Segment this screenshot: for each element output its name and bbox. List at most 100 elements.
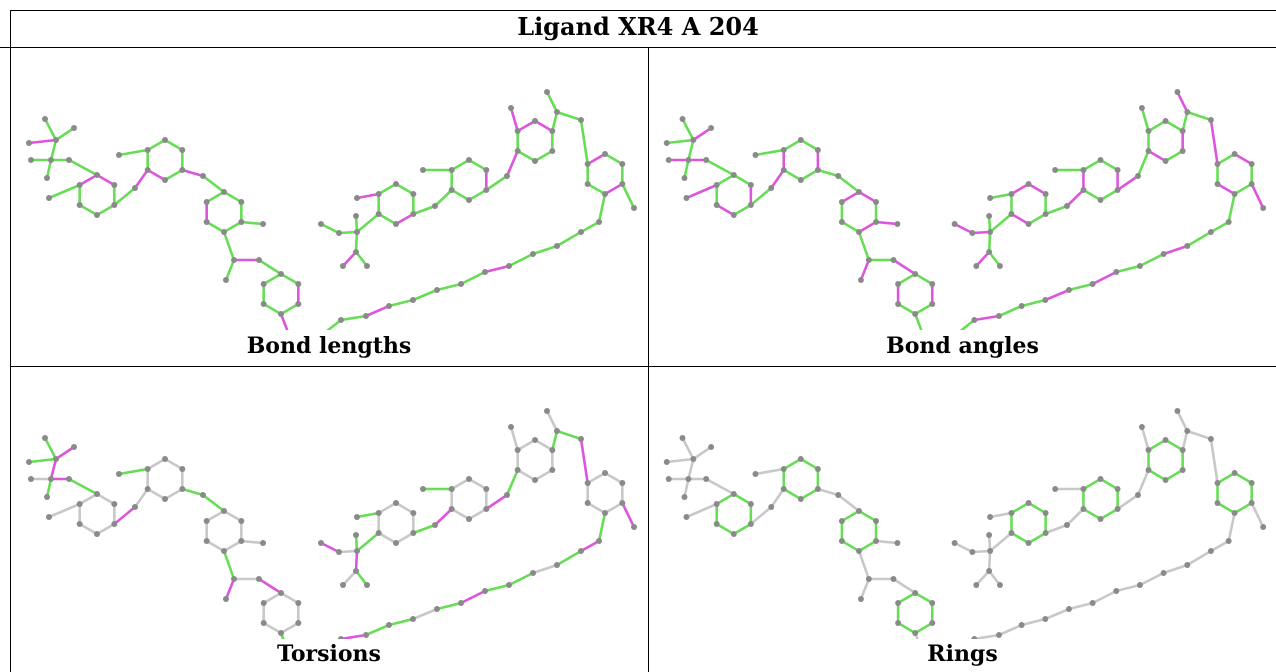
- bond: [687, 138, 695, 162]
- bond: [603, 501, 624, 515]
- atom: [44, 175, 50, 181]
- bond: [483, 583, 511, 593]
- atom: [338, 317, 344, 323]
- atom: [1064, 203, 1070, 209]
- atom: [584, 181, 591, 187]
- bond: [505, 149, 519, 178]
- atom: [278, 630, 284, 636]
- bond: [555, 549, 583, 567]
- bond: [262, 591, 283, 605]
- atom: [1025, 540, 1032, 546]
- atom: [466, 516, 472, 522]
- atom: [752, 471, 759, 477]
- atom: [200, 492, 206, 498]
- atom: [856, 189, 862, 195]
- bond: [27, 138, 58, 145]
- bond: [27, 457, 58, 464]
- bond: [545, 409, 559, 433]
- bond: [857, 549, 871, 581]
- bond: [953, 541, 974, 554]
- atom: [894, 540, 901, 546]
- atom: [865, 257, 872, 263]
- bond: [799, 168, 820, 182]
- bond: [597, 511, 607, 543]
- atom: [1145, 148, 1152, 154]
- atom: [996, 313, 1002, 319]
- atom: [856, 229, 862, 235]
- bond: [485, 174, 509, 192]
- atom: [1052, 486, 1059, 492]
- atom: [838, 538, 845, 544]
- molecule-graphic: [663, 89, 1267, 330]
- atom: [238, 219, 245, 225]
- bond: [704, 477, 736, 496]
- atom: [483, 187, 490, 193]
- bond: [435, 282, 463, 292]
- bond: [205, 509, 226, 523]
- atom: [434, 287, 440, 293]
- atom: [231, 576, 237, 582]
- bond: [1116, 174, 1140, 192]
- bond: [411, 607, 439, 621]
- atom: [144, 486, 151, 492]
- atom: [1231, 510, 1238, 516]
- bond: [163, 168, 184, 182]
- bond: [997, 623, 1023, 637]
- bond: [987, 230, 992, 254]
- atom: [66, 476, 72, 482]
- atom: [584, 500, 591, 506]
- atom: [1113, 588, 1120, 594]
- bond: [685, 502, 718, 519]
- bond: [1138, 252, 1165, 268]
- atom: [1114, 167, 1121, 173]
- bond: [533, 438, 554, 452]
- atom: [1184, 562, 1191, 568]
- atom: [1089, 281, 1096, 287]
- bond: [1067, 282, 1094, 292]
- atom: [1025, 500, 1032, 506]
- bond: [782, 138, 803, 152]
- bond: [1010, 501, 1030, 515]
- atom: [466, 157, 472, 163]
- atom: [1018, 303, 1025, 309]
- bond: [43, 117, 58, 142]
- bond: [394, 531, 415, 545]
- molecule-graphic: [26, 408, 637, 639]
- torsions-panel: [26, 408, 637, 639]
- atom: [48, 476, 54, 482]
- atom: [554, 243, 560, 249]
- bond: [603, 182, 624, 196]
- atom: [679, 435, 686, 441]
- atom: [260, 540, 266, 546]
- atom: [295, 301, 302, 307]
- atom: [856, 548, 862, 554]
- atom: [116, 152, 122, 158]
- atom: [929, 301, 936, 307]
- bond: [1209, 220, 1230, 234]
- bond: [319, 541, 341, 554]
- atom: [504, 492, 510, 498]
- atom: [132, 185, 138, 191]
- bond: [78, 203, 99, 217]
- atom: [1136, 263, 1143, 269]
- bond: [262, 621, 283, 635]
- bond: [1020, 617, 1047, 627]
- bond: [971, 549, 992, 554]
- atom: [1145, 447, 1152, 453]
- atom: [256, 257, 262, 263]
- atom: [685, 476, 692, 482]
- atom: [1042, 616, 1049, 622]
- bond: [354, 230, 359, 254]
- atom: [1225, 538, 1232, 544]
- atom: [278, 271, 284, 277]
- bond: [222, 190, 243, 204]
- atom: [619, 480, 626, 486]
- atom: [410, 510, 417, 516]
- atom: [203, 199, 210, 205]
- atom: [619, 161, 626, 167]
- bond: [840, 220, 861, 234]
- bond: [973, 314, 1001, 322]
- atom: [703, 476, 710, 482]
- bond: [1209, 118, 1219, 166]
- bond: [857, 230, 871, 262]
